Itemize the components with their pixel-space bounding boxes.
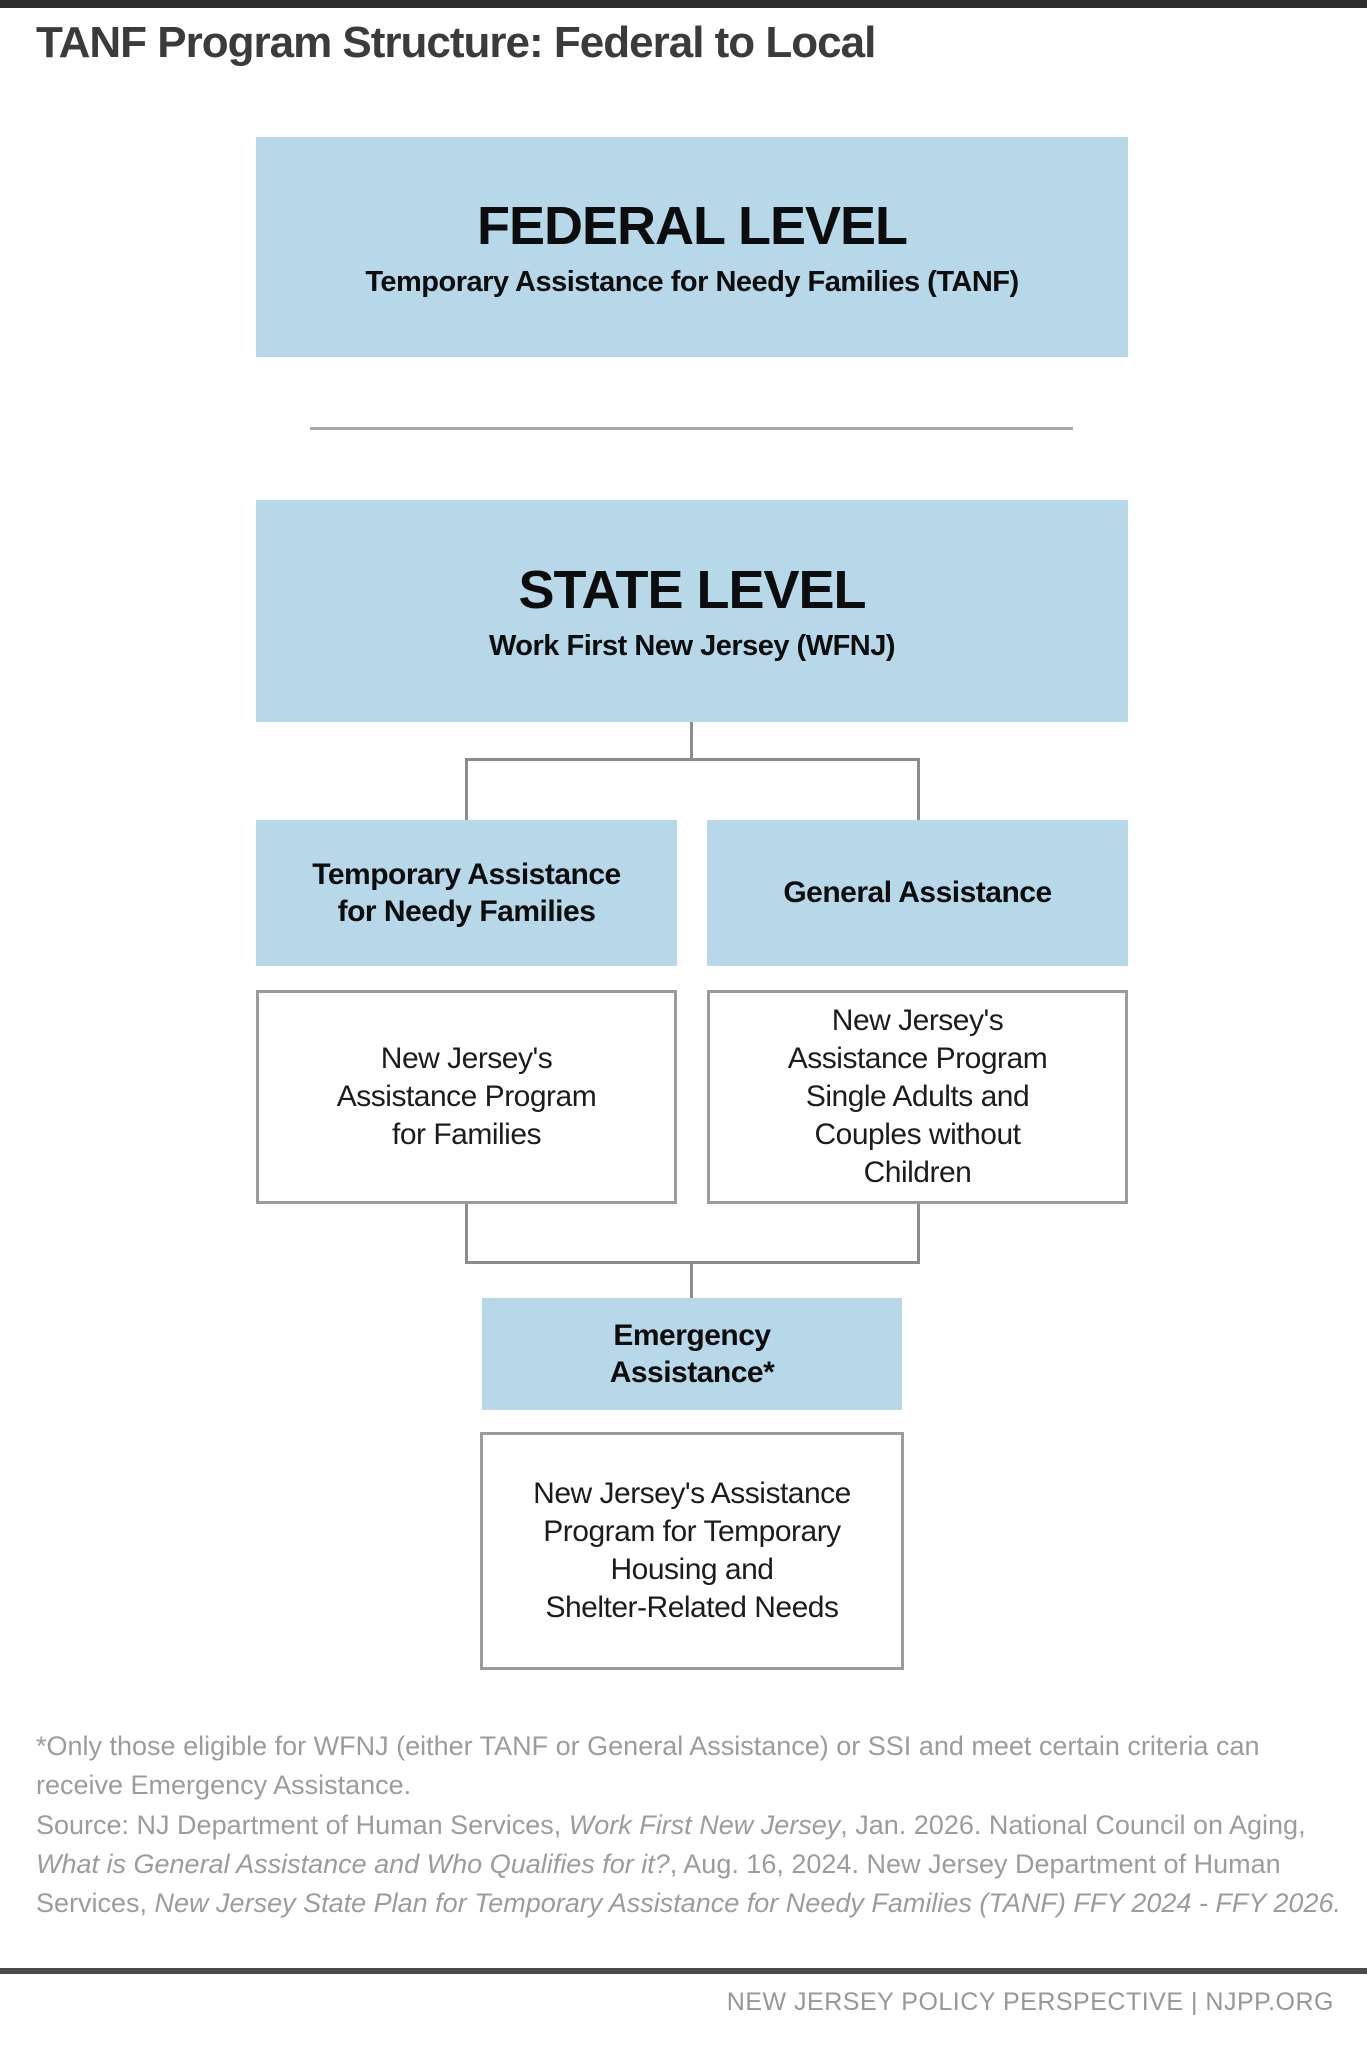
source-part-italic: Work First New Jersey [568, 1810, 841, 1840]
program-box-families: New Jersey's Assistance Program for Fami… [256, 990, 677, 1204]
state-level-subtitle: Work First New Jersey (WFNJ) [488, 629, 896, 662]
branch-tanf-label: Temporary Assistance for Needy Families [312, 857, 621, 929]
state-level-title: STATE LEVEL [518, 560, 866, 621]
federal-level-box: FEDERAL LEVEL Temporary Assistance for N… [256, 137, 1128, 357]
connector-left-program-drop [465, 1204, 468, 1264]
branch-general-assistance-label: General Assistance [783, 876, 1052, 910]
source-part-italic: New Jersey State Plan for Temporary Assi… [154, 1888, 1341, 1919]
source-text: Source: NJ Department of Human Services,… [36, 1806, 1341, 1923]
footer-rule [0, 1968, 1367, 1974]
top-accent-bar [0, 0, 1367, 8]
connector-branch-right-drop [917, 758, 920, 820]
emergency-assistance-box: Emergency Assistance* [482, 1298, 902, 1410]
source-part-italic: What is General Assistance and Who Quali… [36, 1849, 670, 1880]
source-part: , Aug. 16, 2024. New Jersey Department o… [36, 1849, 1281, 1919]
footnote-text: *Only those eligible for WFNJ (either TA… [36, 1731, 1260, 1801]
page-title: TANF Program Structure: Federal to Local [36, 18, 876, 67]
footer-text: NEW JERSEY POLICY PERSPECTIVE | NJPP.ORG [726, 1988, 1334, 2016]
emergency-assistance-label: Emergency Assistance* [609, 1318, 775, 1390]
federal-level-title: FEDERAL LEVEL [476, 196, 908, 257]
connector-right-program-drop [917, 1204, 920, 1264]
state-level-box: STATE LEVEL Work First New Jersey (WFNJ) [256, 500, 1128, 722]
source-part: , Jan. 2026. National Council on Aging, [840, 1810, 1306, 1840]
emergency-program-label: New Jersey's Assistance Program for Temp… [533, 1476, 851, 1625]
program-single-adults-label: New Jersey's Assistance Program Single A… [787, 1003, 1048, 1190]
program-families-label: New Jersey's Assistance Program for Fami… [336, 1041, 597, 1152]
source-part: Source: NJ Department of Human Services, [36, 1810, 569, 1840]
federal-level-subtitle: Temporary Assistance for Needy Families … [365, 265, 1019, 298]
connector-branch-left-drop [465, 758, 468, 820]
connector-state-stem [690, 722, 693, 760]
connector-emergency-stem [690, 1261, 693, 1298]
connector-branch-crossbar [465, 758, 920, 761]
branch-box-general-assistance: General Assistance [707, 820, 1128, 966]
emergency-program-box: New Jersey's Assistance Program for Temp… [480, 1432, 904, 1670]
section-divider [310, 427, 1073, 430]
branch-box-tanf: Temporary Assistance for Needy Families [256, 820, 677, 966]
program-box-single-adults: New Jersey's Assistance Program Single A… [707, 990, 1128, 1204]
